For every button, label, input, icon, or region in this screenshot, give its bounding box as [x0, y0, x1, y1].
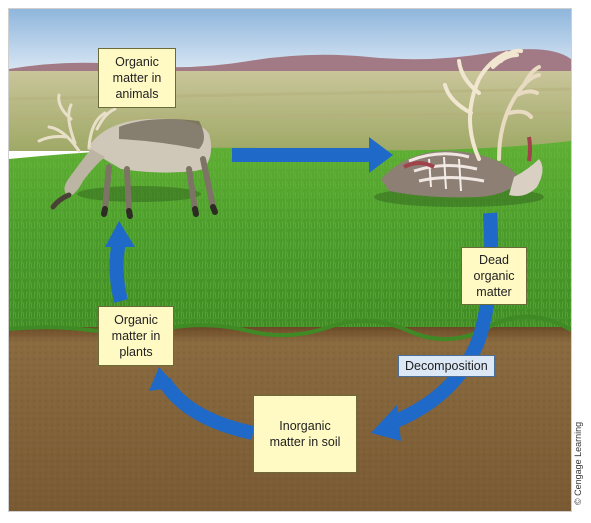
label-animals-line-1: Organic: [115, 55, 159, 69]
diagram-frame: Organic matter in animals Dead organic m…: [8, 8, 572, 512]
decomposition-label: Decomposition: [398, 355, 495, 377]
label-organic-matter-plants: Organic matter in plants: [98, 306, 174, 366]
label-dead-organic-matter: Dead organic matter: [461, 247, 527, 305]
copyright-credit: © Cengage Learning: [573, 421, 583, 505]
dead-caribou-illustration: [374, 48, 544, 207]
label-soil-line-2: matter in soil: [269, 435, 341, 449]
label-animals-line-2: matter in: [112, 71, 162, 85]
arrow-soil-to-plants: [158, 377, 255, 440]
label-animals-line-3: animals: [115, 87, 159, 101]
arrow-dead-to-soil-head: [371, 405, 401, 441]
arrow-plants-to-animals-head: [105, 221, 135, 247]
label-dead-line-1: Dead: [479, 253, 509, 267]
label-plants-line-1: Organic: [114, 313, 158, 327]
label-dead-line-2: organic: [473, 269, 515, 283]
label-inorganic-matter-soil: Inorganic matter in soil: [253, 395, 357, 473]
arrow-plants-to-animals: [109, 241, 128, 303]
label-plants-line-3: plants: [119, 345, 153, 359]
label-dead-line-3: matter: [476, 285, 512, 299]
far-plain: [9, 71, 571, 151]
arrow-animals-to-dead-head: [369, 137, 393, 173]
arrow-soil-to-plants-head: [149, 367, 177, 391]
label-organic-matter-animals: Organic matter in animals: [98, 48, 176, 108]
label-plants-line-2: matter in: [111, 329, 161, 343]
grazing-caribou-illustration: [37, 93, 218, 219]
label-soil-line-1: Inorganic: [279, 419, 331, 433]
